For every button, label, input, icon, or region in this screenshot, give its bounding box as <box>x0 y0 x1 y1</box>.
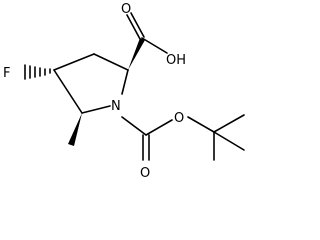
bond-tbutyl-methyl-right <box>213 131 245 151</box>
atom-label-acid-carbonyl-oxygen: O <box>121 2 131 17</box>
bond-ring-c2-n <box>121 69 129 95</box>
wedge-bond-c5-methyl <box>68 113 82 146</box>
atom-label-nitrogen: N <box>111 99 121 114</box>
bond-ring-c2-c3 <box>93 53 129 71</box>
bond-carboxyl-carbonyl-1 <box>126 14 141 40</box>
chemical-structure: F N O OH O O <box>3 2 245 181</box>
bond-ring-n-c5 <box>81 105 111 114</box>
bond-n-carbamate-carbon <box>121 116 147 136</box>
bond-ester-oxygen-tbutyl <box>187 116 215 133</box>
wedge-bond-c2-carboxyl <box>128 38 145 70</box>
bond-carboxyl-carbonyl-2 <box>130 12 145 38</box>
atom-label-acid-hydroxyl: OH <box>166 53 186 68</box>
bond-ring-c4-c5 <box>53 69 83 114</box>
bond-carboxyl-hydroxyl <box>141 37 168 54</box>
hashed-bond-c4-fluorine <box>24 64 51 80</box>
bond-ring-c3-c4 <box>53 53 95 71</box>
atom-label-carbamate-ester-oxygen: O <box>174 111 184 126</box>
atom-label-fluorine: F <box>3 66 10 81</box>
bond-carbamate-ester-oxygen <box>145 119 173 136</box>
bond-tbutyl-methyl-top <box>213 114 245 133</box>
atom-label-carbamate-carbonyl-oxygen: O <box>140 166 150 181</box>
